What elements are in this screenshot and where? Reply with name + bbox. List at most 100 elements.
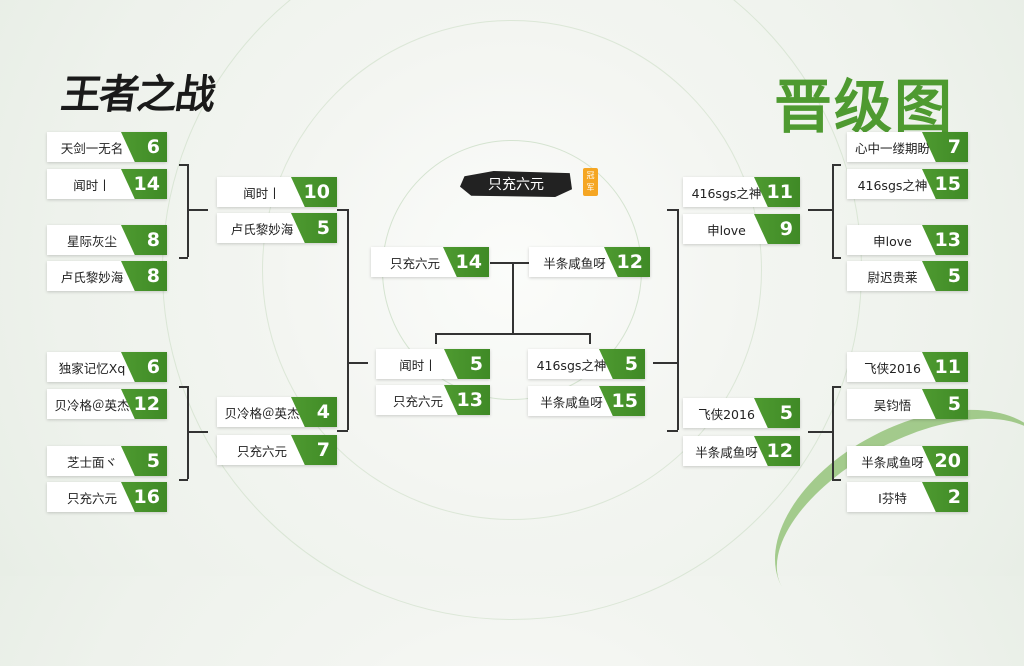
player-card[interactable]: 申love 9 bbox=[683, 214, 800, 244]
bracket-line bbox=[832, 164, 834, 257]
player-name: 半条咸鱼呀 bbox=[695, 444, 758, 460]
player-score: 15 bbox=[599, 386, 645, 416]
player-name: 天剑一无名 bbox=[60, 140, 124, 156]
player-score: 20 bbox=[922, 446, 968, 476]
player-score: 12 bbox=[604, 247, 650, 277]
player-name: 尉迟贵莱 bbox=[867, 269, 918, 285]
player-name: 只充六元 bbox=[392, 393, 443, 409]
player-name: 只充六元 bbox=[389, 255, 440, 271]
bracket-line bbox=[435, 333, 590, 335]
player-name: 416sgs之神 bbox=[857, 177, 928, 193]
player-name: 心中一缕期盼 bbox=[854, 140, 930, 156]
player-score: 5 bbox=[121, 446, 167, 476]
player-card[interactable]: 吴钧悟 5 bbox=[847, 389, 968, 419]
bracket-line bbox=[179, 257, 188, 259]
player-score: 6 bbox=[121, 352, 167, 382]
player-score: 5 bbox=[922, 389, 968, 419]
bracket-line bbox=[435, 333, 437, 344]
bracket-line bbox=[808, 209, 833, 211]
player-score: 11 bbox=[754, 177, 800, 207]
player-score: 5 bbox=[754, 398, 800, 428]
bracket-line bbox=[832, 164, 841, 166]
champion-badge: 冠军 bbox=[583, 168, 598, 196]
player-score: 14 bbox=[121, 169, 167, 199]
player-name: 独家记忆Xq bbox=[58, 360, 126, 376]
player-card[interactable]: 闻时丨 14 bbox=[47, 169, 167, 199]
player-name: 只充六元 bbox=[236, 443, 287, 459]
player-score: 7 bbox=[922, 132, 968, 162]
player-name: 闻时丨 bbox=[399, 357, 437, 373]
player-score: 15 bbox=[922, 169, 968, 199]
player-card[interactable]: I芬特 2 bbox=[847, 482, 968, 512]
bracket-line bbox=[179, 479, 188, 481]
logo: 王者之战 bbox=[58, 71, 217, 118]
bracket-line bbox=[187, 209, 208, 211]
player-name: 闻时丨 bbox=[73, 177, 111, 193]
player-name: 申love bbox=[707, 222, 746, 238]
player-score: 12 bbox=[121, 389, 167, 419]
player-score: 8 bbox=[121, 225, 167, 255]
player-name: 416sgs之神 bbox=[691, 185, 762, 201]
player-score: 12 bbox=[754, 436, 800, 466]
player-score: 2 bbox=[922, 482, 968, 512]
bracket-line bbox=[347, 362, 368, 364]
player-name: 半条咸鱼呀 bbox=[861, 454, 924, 470]
bracket-line bbox=[832, 386, 834, 479]
bracket-line bbox=[179, 386, 188, 388]
bracket-line bbox=[187, 386, 189, 479]
bracket-line bbox=[347, 209, 349, 430]
player-name: 星际灰尘 bbox=[66, 233, 117, 249]
bracket-line bbox=[179, 164, 188, 166]
player-name: 吴钧悟 bbox=[873, 397, 912, 413]
player-name: 芝士面ヾ bbox=[66, 454, 117, 470]
player-score: 14 bbox=[443, 247, 489, 277]
player-name: 卢氏黎妙海 bbox=[230, 221, 294, 237]
player-score: 5 bbox=[444, 349, 490, 379]
player-name: 卢氏黎妙海 bbox=[60, 269, 124, 285]
bracket-line bbox=[667, 430, 678, 432]
player-name: 飞侠2016 bbox=[698, 406, 755, 422]
player-name: 闻时丨 bbox=[243, 185, 281, 201]
player-name: 只充六元 bbox=[66, 490, 117, 506]
player-name: I芬特 bbox=[878, 490, 907, 506]
player-score: 16 bbox=[121, 482, 167, 512]
bracket-line bbox=[832, 479, 841, 481]
player-score: 11 bbox=[922, 352, 968, 382]
player-name: 416sgs之神 bbox=[536, 357, 607, 373]
player-score: 9 bbox=[754, 214, 800, 244]
bracket-line bbox=[808, 431, 833, 433]
bracket-line bbox=[667, 209, 678, 211]
bracket-line bbox=[337, 209, 348, 211]
bracket-line bbox=[832, 257, 841, 259]
bracket-line bbox=[187, 431, 208, 433]
player-card[interactable]: 闻时丨 5 bbox=[376, 349, 490, 379]
player-name: 半条咸鱼呀 bbox=[543, 255, 606, 271]
player-score: 5 bbox=[599, 349, 645, 379]
player-name: 半条咸鱼呀 bbox=[540, 394, 603, 410]
